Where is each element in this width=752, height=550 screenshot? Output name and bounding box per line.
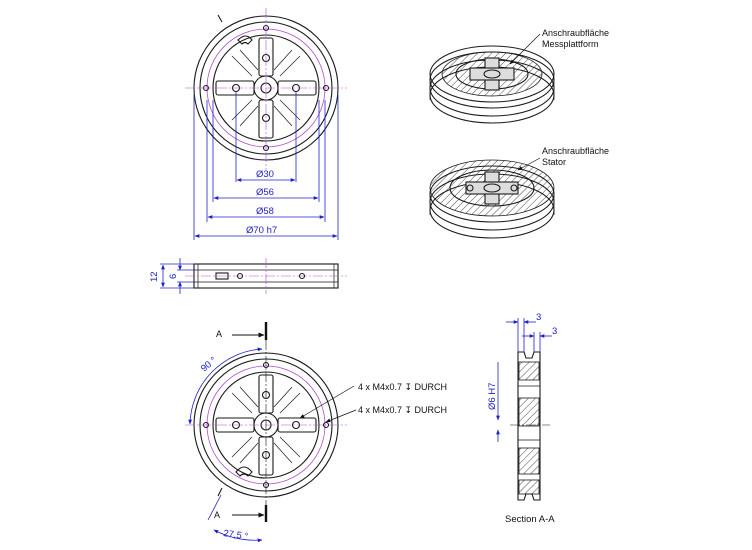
iso-lower-label-1: Anschraubfläche [542,146,609,156]
bottom-view: A A 90 ° 27,5 ° 4 x M4x0.7 ↧ DURCH 4 x M… [185,322,447,542]
iso-view-upper: Anschraubfläche Messplattform [429,28,609,124]
section-marker-top: A [216,329,222,339]
pin-slot [237,35,253,45]
top-dimensions: Ø30 Ø56 Ø58 Ø70 h7 [193,92,339,240]
flexure-slots [231,49,301,127]
section-dim-bore: Ø6 H7 [487,383,498,410]
angle-27: 27,5 ° [223,528,249,542]
angle-90: 90 ° [199,355,219,374]
side-view: 12 6 [149,258,347,294]
iso-view-lower: Anschraubfläche Stator [429,146,609,239]
section-dim-top-2: 3 [552,326,557,337]
iso-lower-label-2: Stator [542,157,566,167]
dim-d56: Ø56 [256,187,274,198]
dim-d30: Ø30 [256,169,274,180]
callout-thread-1: 4 x M4x0.7 ↧ DURCH [358,382,447,392]
callout-thread-2: 4 x M4x0.7 ↧ DURCH [358,405,447,415]
iso-upper-label-1: Anschraubfläche [542,28,609,38]
section-dim-top-1: 3 [536,312,541,323]
dim-d58: Ø58 [256,206,274,217]
dim-h12: 12 [149,271,160,282]
section-a-a: 3 3 Ø6 H7 Section A-A [487,312,557,525]
iso-upper-label-2: Messplattform [542,39,599,49]
side-pin [215,272,229,280]
dim-h6: 6 [168,274,179,279]
section-title: Section A-A [505,514,555,525]
pin [217,14,223,23]
top-view: Ø30 Ø56 Ø58 Ø70 h7 [185,8,347,240]
dim-d70: Ø70 h7 [246,225,277,236]
section-marker-bottom: A [214,510,220,520]
